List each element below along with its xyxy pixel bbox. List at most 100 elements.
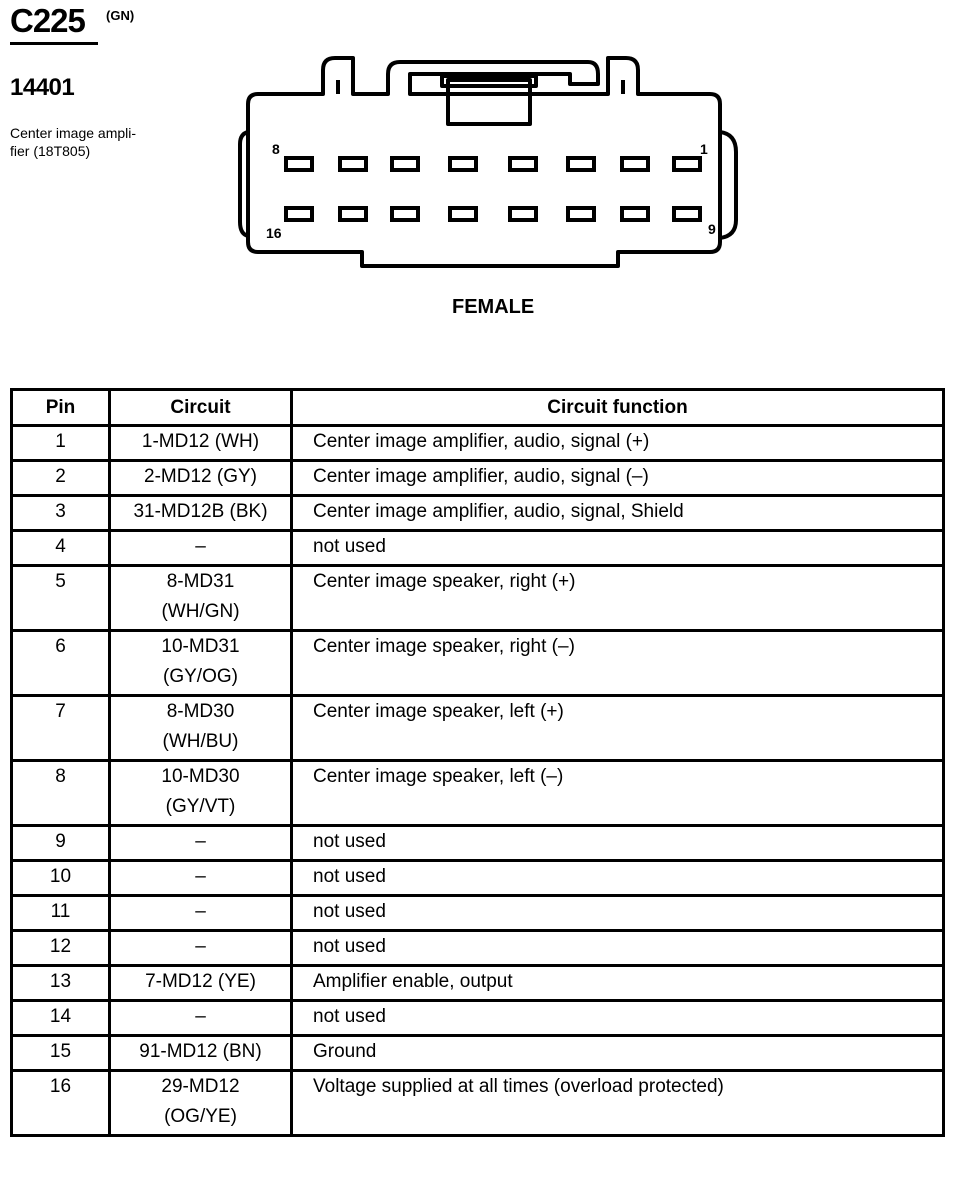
pin-number: 9 <box>10 824 111 862</box>
table-row: 15 91-MD12 (BN) Ground <box>10 1034 945 1072</box>
latch-block <box>446 78 532 126</box>
terminal-7 <box>338 156 368 172</box>
pin-number: 12 <box>10 929 111 967</box>
circuit-line: – <box>195 536 206 557</box>
table-row: 14 – not used <box>10 999 945 1037</box>
circuit-line: (OG/YE) <box>164 1106 237 1127</box>
pin-number: 1 <box>10 424 111 462</box>
table-row: 3 31-MD12B (BK) Center image amplifier, au… <box>10 494 945 532</box>
circuit-cell: – <box>108 824 293 862</box>
pin-number: 15 <box>10 1034 111 1072</box>
terminal-3 <box>566 156 596 172</box>
circuit-line: 8-MD30 <box>166 701 235 722</box>
terminal-16 <box>284 206 314 222</box>
header-circuit-function: Circuit function <box>290 388 945 427</box>
table-row: 11–not used <box>10 894 945 932</box>
pin-number: 16 <box>10 1069 111 1137</box>
circuit-line: 1-MD12 (WH) <box>141 431 260 452</box>
circuit-cell: 2-MD12 (GY) <box>108 459 293 497</box>
part-number: 14401 <box>10 74 75 101</box>
terminal-12 <box>508 206 538 222</box>
pin-table-body: 1 1-MD12 (WH) Center image amplifier, audi… <box>10 424 945 1137</box>
circuit-line: 10-MD30 <box>161 766 240 787</box>
circuit-function: not used <box>290 529 945 567</box>
pin-number: 3 <box>10 494 111 532</box>
title-underline <box>10 42 98 45</box>
table-row: 16 29-MD12 (OG/YE) Voltage supplied at all … <box>10 1069 945 1137</box>
circuit-cell: – <box>108 929 293 967</box>
circuit-function: Center image amplifier, audio, signal (+… <box>290 424 945 462</box>
terminal-5 <box>448 156 478 172</box>
terminal-4 <box>508 156 538 172</box>
circuit-function: Center image speaker, right (–) <box>290 629 945 697</box>
circuit-function: Center image speaker, right (+) <box>290 564 945 632</box>
circuit-cell: 1-MD12 (WH) <box>108 424 293 462</box>
terminal-9 <box>672 206 702 222</box>
color-code: (GN) <box>106 8 135 23</box>
circuit-cell: 7-MD12 (YE) <box>108 964 293 1002</box>
table-row: 1 1-MD12 (WH) Center image amplifier, audi… <box>10 424 945 462</box>
circuit-line: (WH/BU) <box>162 731 239 752</box>
circuit-cell: 31-MD12B (BK) <box>108 494 293 532</box>
table-row: 10 – not used <box>10 859 945 897</box>
pin-number: 14 <box>10 999 111 1037</box>
pin-number: 4 <box>10 529 111 567</box>
terminal-14 <box>390 206 420 222</box>
circuit-line: – <box>195 831 206 852</box>
circuit-line: 91-MD12 (BN) <box>139 1041 262 1062</box>
pin-number: 8 <box>10 759 111 827</box>
circuit-line: (GY/VT) <box>165 796 236 817</box>
connector-id: C225 <box>10 2 86 39</box>
terminal-13 <box>448 206 478 222</box>
circuit-cell: 91-MD12 (BN) <box>108 1034 293 1072</box>
pin-label-8: 8 <box>272 141 280 157</box>
circuit-function: not used <box>290 999 945 1037</box>
pin-label-1: 1 <box>700 141 708 157</box>
pin-number: 2 <box>10 459 111 497</box>
circuit-function: not used <box>290 859 945 897</box>
circuit-line: 31-MD12B (BK) <box>133 501 268 522</box>
circuit-line: (WH/GN) <box>161 601 240 622</box>
left-flange <box>238 130 249 238</box>
terminal-8 <box>284 156 314 172</box>
circuit-cell: 29-MD12 (OG/YE) <box>108 1069 293 1137</box>
circuit-cell: – <box>108 529 293 567</box>
circuit-function: Center image amplifier, audio, signal, S… <box>290 494 945 532</box>
circuit-cell: 8-MD30 (WH/BU) <box>108 694 293 762</box>
pin-number: 10 <box>10 859 111 897</box>
connector-description: Center image ampli- fier (18T805) <box>10 124 185 160</box>
circuit-line: (GY/OG) <box>163 666 238 687</box>
table-row: 12–not used <box>10 929 945 967</box>
pin-label-9: 9 <box>708 221 716 237</box>
circuit-line: – <box>195 1006 206 1027</box>
circuit-line: – <box>195 866 206 887</box>
pin-number: 13 <box>10 964 111 1002</box>
circuit-cell: 10-MD31(GY/OG) <box>108 629 293 697</box>
pin-label-16: 16 <box>266 225 282 241</box>
right-flange <box>719 130 738 240</box>
terminal-6 <box>390 156 420 172</box>
pin-number: 11 <box>10 894 111 932</box>
terminal-10 <box>620 206 650 222</box>
circuit-function: Ground <box>290 1034 945 1072</box>
circuit-line: – <box>195 901 206 922</box>
circuit-function: Center image amplifier, audio, signal (–… <box>290 459 945 497</box>
connector-body-outline <box>246 56 722 268</box>
circuit-cell: 10-MD30 (GY/VT) <box>108 759 293 827</box>
latch-cap <box>440 74 538 88</box>
circuit-function: not used <box>290 824 945 862</box>
circuit-function: Amplifier enable, output <box>290 964 945 1002</box>
circuit-function: Voltage supplied at all times (overload … <box>290 1069 945 1137</box>
circuit-line: 29-MD12 <box>161 1076 240 1097</box>
circuit-function: Center image speaker, left (+) <box>290 694 945 762</box>
circuit-function: not used <box>290 929 945 967</box>
terminal-1 <box>672 156 702 172</box>
table-row: 9 – not used <box>10 824 945 862</box>
circuit-cell: – <box>108 859 293 897</box>
pin-number: 6 <box>10 629 111 697</box>
